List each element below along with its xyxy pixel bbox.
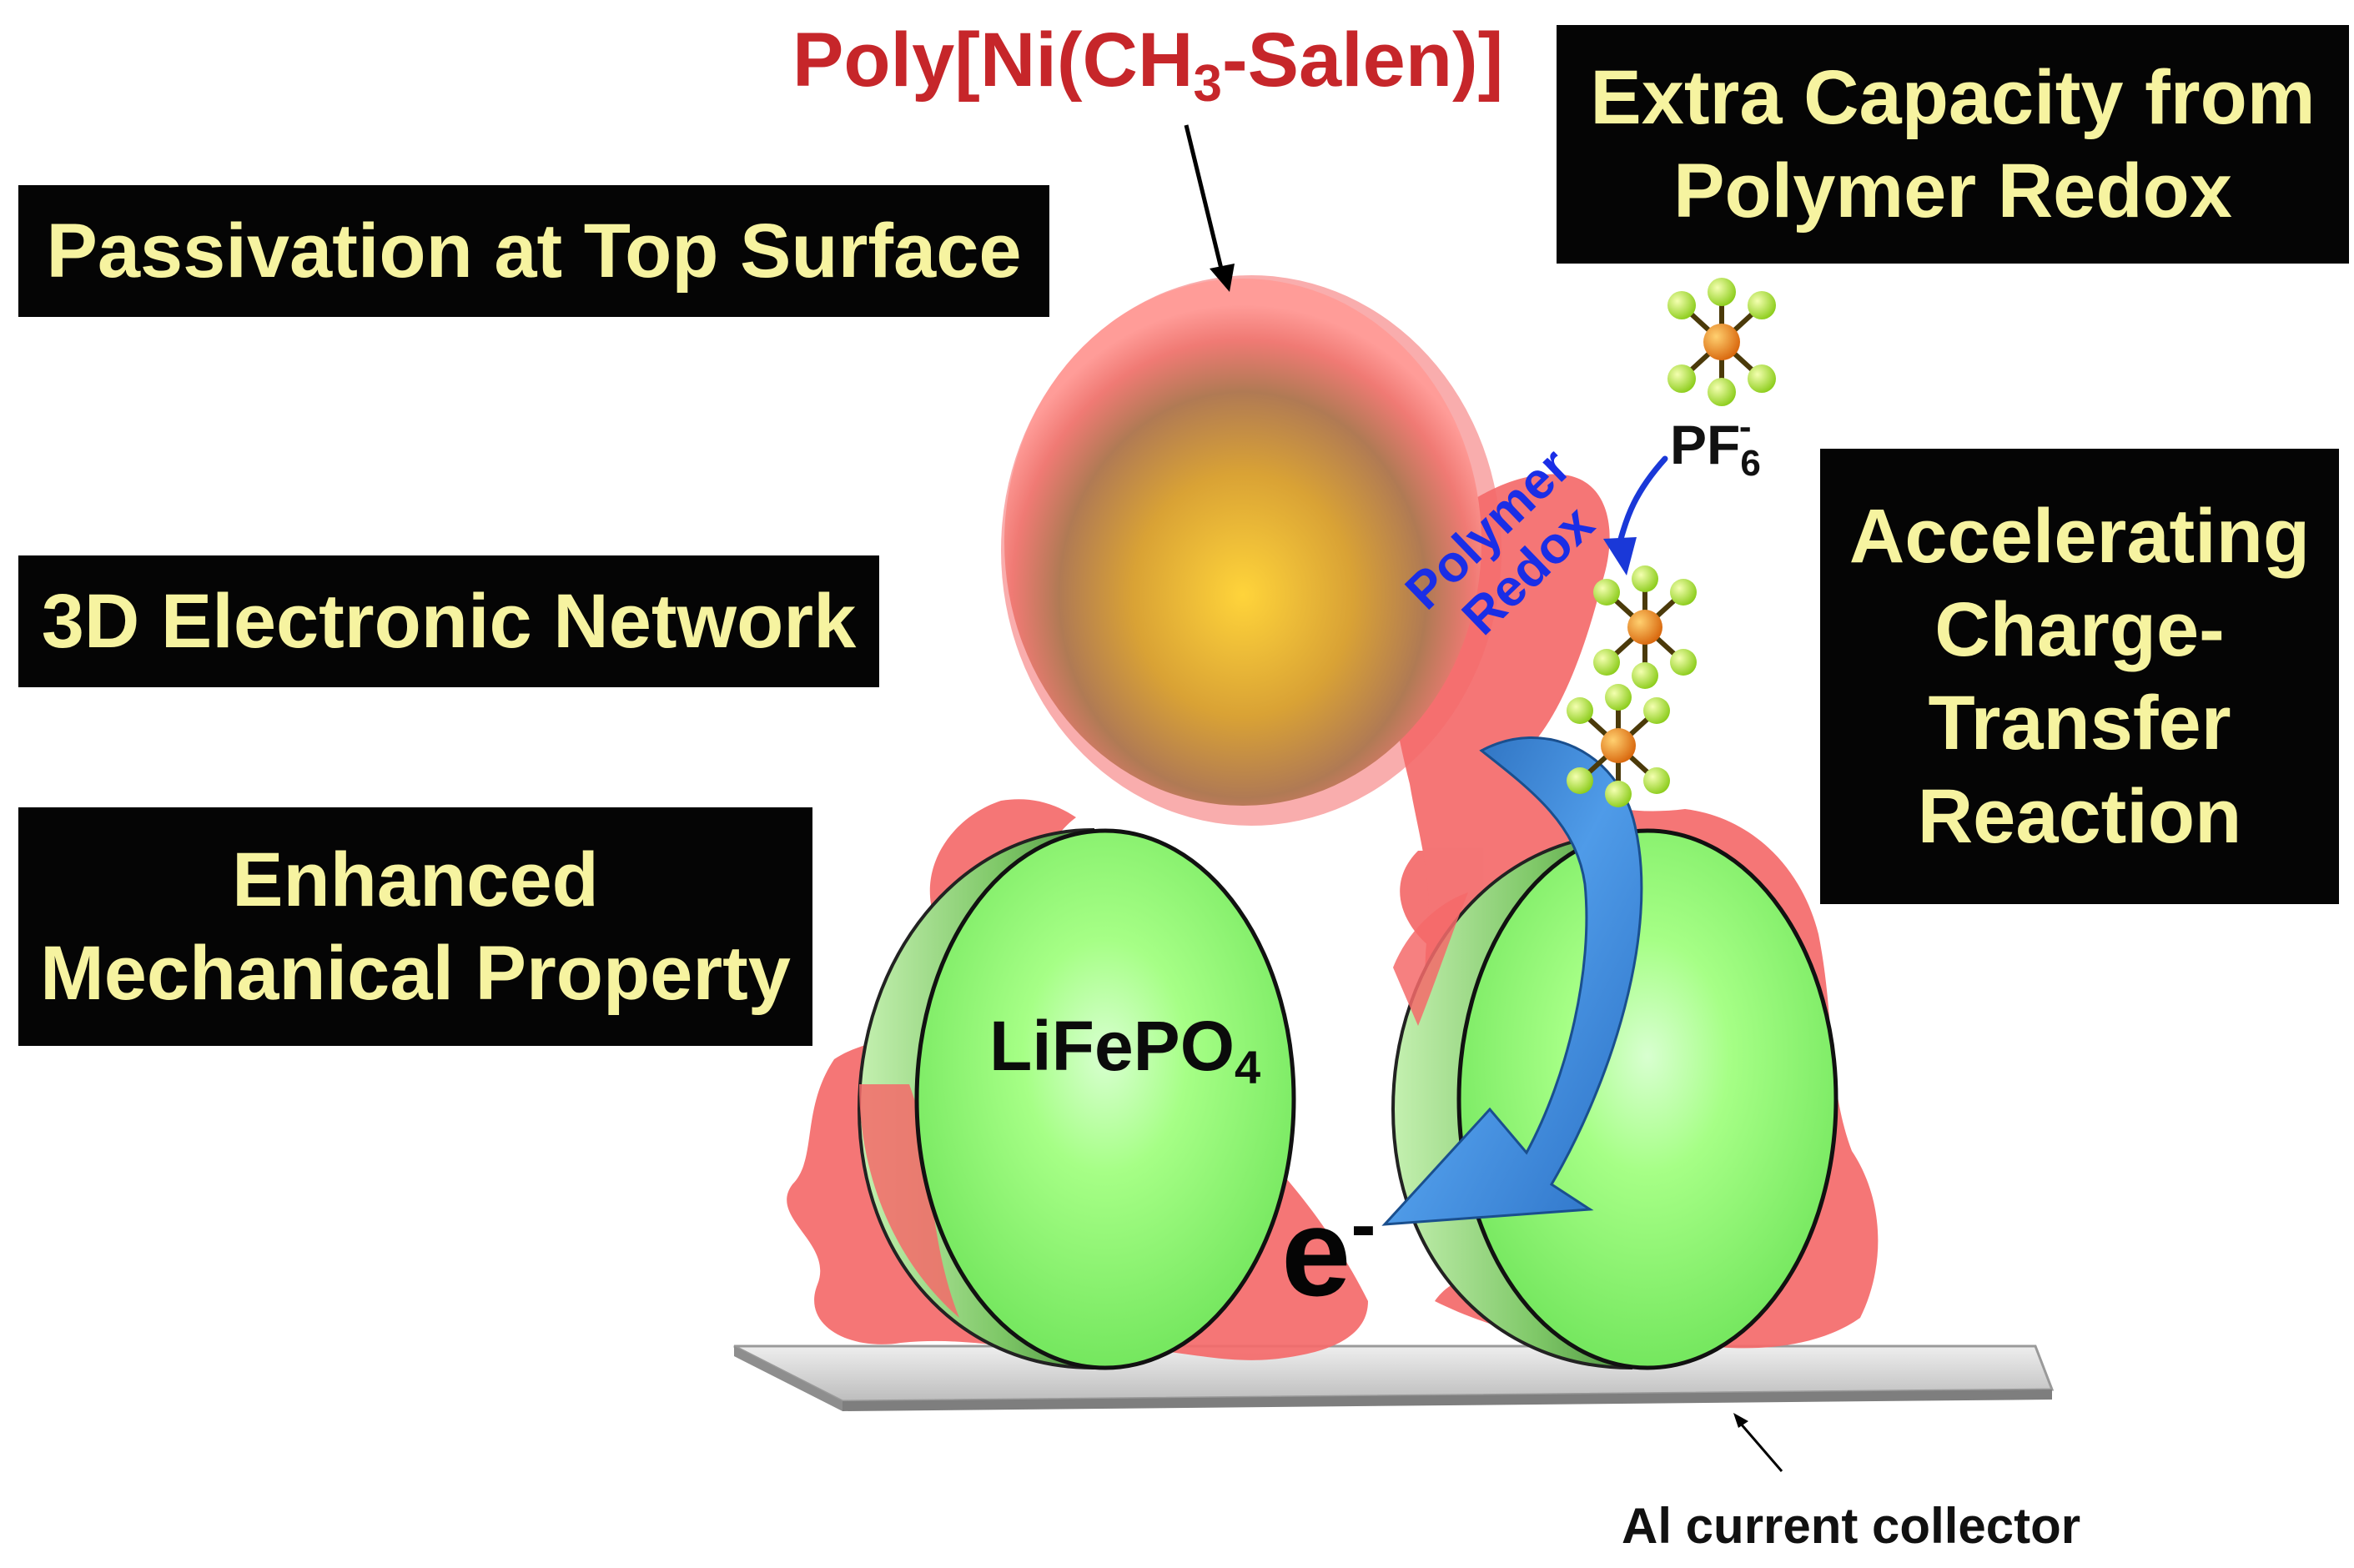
polymer-name-label: Poly[Ni(CH3-Salen)] [792, 22, 1503, 110]
current-collector-label: Al current collector [1622, 1498, 2081, 1554]
capacity-label-line-2: Polymer Redox [1673, 148, 2232, 234]
pf6-molecule-icon [1593, 565, 1697, 689]
anion-label: PF6- [1670, 406, 1761, 482]
lifepo4-particle-right [1391, 828, 1838, 1370]
electronic-network-label-line: 3D Electronic Network [41, 578, 857, 664]
charge-label-line-3: Transfer [1928, 681, 2231, 766]
passivation-label-box: Passivation at Top Surface [18, 185, 1049, 317]
pf6-molecule-icon [1667, 278, 1776, 406]
mechanical-property-label-box: Enhanced Mechanical Property [18, 807, 812, 1046]
current-collector-plate [733, 1344, 2055, 1411]
lifepo4-subscript: 4 [1235, 1041, 1261, 1093]
mechanical-label-line-1: Enhanced [232, 837, 599, 922]
lifepo4-particle-left [857, 827, 1296, 1370]
collector-pointer-arrow [1733, 1413, 1783, 1472]
electron-base: e [1281, 1182, 1351, 1322]
polymer-name-prefix: Poly[Ni(CH [792, 18, 1194, 103]
anion-arrow-icon [1603, 455, 1668, 575]
polymer-sphere [1001, 275, 1501, 826]
anion-charge: - [1738, 406, 1752, 447]
anion-base: PF [1670, 414, 1741, 475]
anion-subscript: 6 [1740, 443, 1761, 484]
polymer-name-subscript: 3 [1193, 55, 1222, 113]
charge-transfer-label-box: Accelerating Charge- Transfer Reaction [1820, 449, 2339, 904]
electron-charge: - [1351, 1184, 1376, 1267]
capacity-label-line-1: Extra Capacity from [1590, 54, 2316, 140]
charge-label-line-4: Reaction [1917, 774, 2242, 860]
mechanical-label-line-2: Mechanical Property [40, 931, 791, 1016]
lifepo4-label: LiFePO4 [989, 1011, 1260, 1091]
extra-capacity-label-box: Extra Capacity from Polymer Redox [1557, 25, 2349, 264]
lifepo4-base: LiFePO [989, 1007, 1235, 1085]
electron-label: e- [1281, 1188, 1376, 1314]
passivation-label-line: Passivation at Top Surface [46, 208, 1022, 294]
charge-label-line-2: Charge- [1934, 586, 2225, 672]
pf6-molecule-icon [1567, 684, 1670, 807]
charge-label-line-1: Accelerating [1848, 493, 2311, 579]
polymer-name-suffix: -Salen)] [1221, 18, 1504, 103]
title-pointer-arrow [1184, 124, 1235, 292]
electronic-network-label-box: 3D Electronic Network [18, 555, 879, 687]
